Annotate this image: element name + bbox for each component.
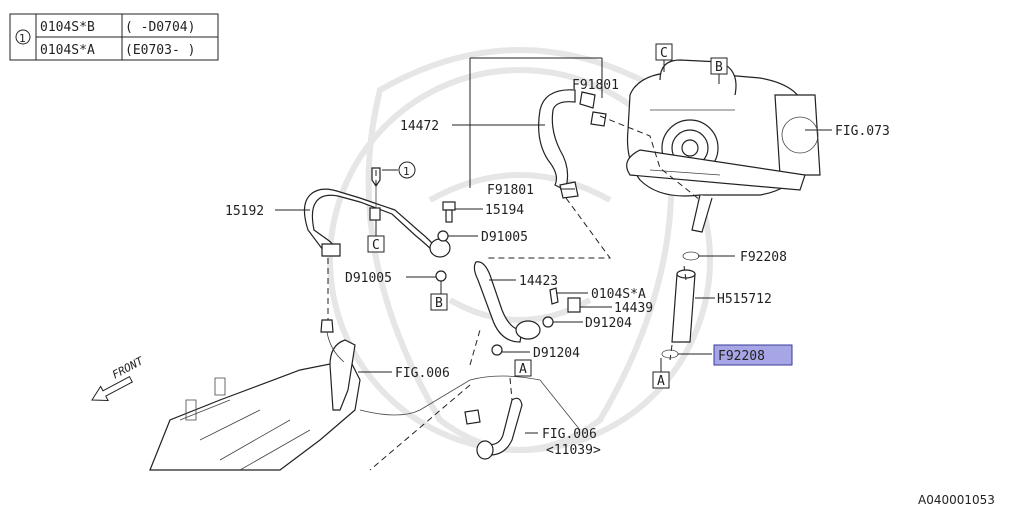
label-fig006-sub: <11039> — [546, 443, 601, 458]
ref-c-left: C — [372, 238, 380, 253]
engine-block — [149, 319, 581, 471]
note-table: 1 0104S*B ( -D0704) 0104S*A (E0703- ) — [9, 13, 219, 61]
label-d91005-lower: D91005 — [345, 271, 392, 286]
turbocharger — [626, 59, 821, 233]
bracket-14472 — [452, 57, 603, 188]
note-marker: 1 — [19, 32, 26, 45]
label-circle-ref: 1 — [403, 165, 410, 178]
note-range-2: (E0703- ) — [125, 43, 195, 58]
lower-pipe — [464, 397, 523, 460]
ref-c-top: C — [660, 46, 668, 61]
ref-b-left: B — [435, 296, 443, 311]
label-14472: 14472 — [400, 119, 439, 134]
callouts: 14472 15192 15194 D91005 D91005 F91801 F… — [225, 78, 890, 458]
ref-a-center: A — [519, 362, 527, 377]
note-range-1: ( -D0704) — [125, 20, 195, 35]
label-f91801-lower: F91801 — [487, 183, 534, 198]
highlight-f92208-box — [713, 344, 793, 366]
pipe-14423 — [473, 261, 581, 356]
front-arrow: FRONT — [91, 354, 147, 402]
label-14439: 14439 — [614, 301, 653, 316]
note-part-1: 0104S*B — [40, 20, 95, 35]
label-f92208-highlight: F92208 — [718, 349, 765, 364]
bolt-15194 — [435, 201, 456, 282]
leader-lines — [275, 84, 832, 434]
label-0104sa: 0104S*A — [591, 287, 646, 302]
ref-b-top: B — [715, 60, 723, 75]
hose-14472 — [538, 89, 607, 199]
dashed-leaders — [327, 115, 701, 471]
label-d91204-upper: D91204 — [585, 316, 632, 331]
hose-h515712 — [661, 251, 700, 359]
label-f91801-upper: F91801 — [572, 78, 619, 93]
label-fig006-lower: FIG.006 — [542, 427, 597, 442]
pipe-15192 — [303, 167, 451, 258]
label-h515712: H515712 — [717, 292, 772, 307]
label-15194: 15194 — [485, 203, 524, 218]
ref-a-right: A — [657, 374, 665, 389]
note-part-2: 0104S*A — [40, 43, 95, 58]
label-fig073: FIG.073 — [835, 124, 890, 139]
diagram-id: A040001053 — [918, 493, 995, 507]
label-fig006-upper: FIG.006 — [395, 366, 450, 381]
label-d91204-lower: D91204 — [533, 346, 580, 361]
label-f92208-upper: F92208 — [740, 250, 787, 265]
ref-boxes: C B C B A A — [367, 43, 728, 389]
label-14423: 14423 — [519, 274, 558, 289]
label-15192: 15192 — [225, 204, 264, 219]
label-d91005-upper: D91005 — [481, 230, 528, 245]
